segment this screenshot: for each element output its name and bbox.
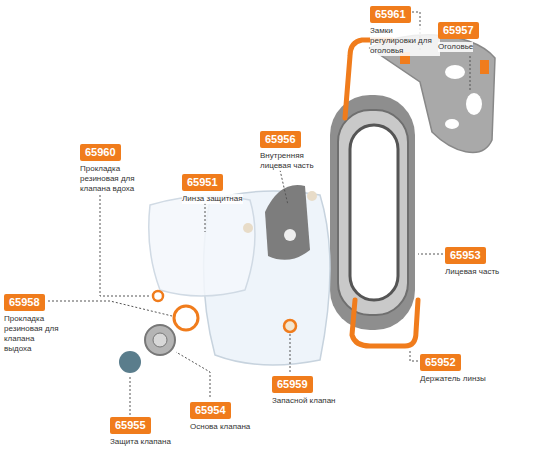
part-name: Внутренняя лицевая часть (260, 151, 330, 171)
callout: 65952Держатель линзы (420, 352, 486, 384)
part-name: Защита клапана (110, 437, 171, 447)
part-name: Лицевая часть (445, 267, 499, 277)
callout-number: 65951 (182, 174, 223, 191)
part-name: Оголовье (438, 42, 473, 52)
part-name: Замки регулировки для оголовья (370, 26, 440, 56)
callout-number: 65956 (260, 131, 301, 148)
callout: 65954Основа клапана (190, 400, 250, 432)
callout: 65955Защита клапана (110, 415, 171, 447)
callout-number: 65959 (272, 376, 313, 393)
callout: 65956Внутренняя лицевая часть (260, 129, 330, 171)
callout: 65960Прокладка резиновая для клапана вдо… (80, 142, 150, 194)
callout-number: 65958 (4, 294, 45, 311)
part-name: Линза защитная (182, 194, 243, 204)
callout-number: 65955 (110, 417, 151, 434)
callout-number: 65953 (445, 247, 486, 264)
callout-number: 65952 (420, 354, 461, 371)
callout: 65961Замки регулировки для оголовья (370, 4, 440, 56)
callout: 65953Лицевая часть (445, 245, 499, 277)
callout-number: 65957 (438, 22, 479, 39)
part-name: Держатель линзы (420, 374, 486, 384)
callout-number: 65954 (190, 402, 231, 419)
callout: 65958Прокладка резиновая для клапана выд… (4, 292, 60, 354)
part-name: Прокладка резиновая для клапана выдоха (4, 314, 60, 354)
callout: 65959Запасной клапан (272, 374, 336, 406)
callout: 65951Линза защитная (182, 172, 243, 204)
callout-number: 65960 (80, 144, 121, 161)
part-name: Основа клапана (190, 422, 250, 432)
part-name: Прокладка резиновая для клапана вдоха (80, 164, 150, 194)
part-name: Запасной клапан (272, 396, 336, 406)
callout-number: 65961 (370, 6, 411, 23)
callout: 65957Оголовье (438, 20, 479, 52)
